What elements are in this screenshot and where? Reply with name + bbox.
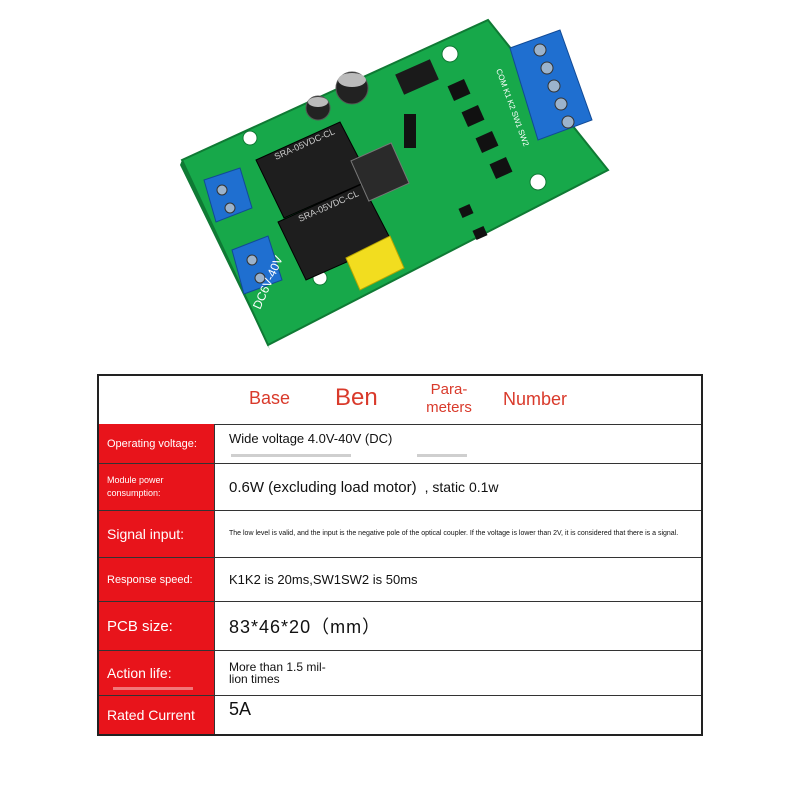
row-label: PCB size: [99, 602, 215, 650]
row-label: Module power consumption: [99, 464, 215, 510]
table-row: Response speed: K1K2 is 20ms,SW1SW2 is 5… [99, 558, 701, 602]
row-value: The low level is valid, and the input is… [229, 530, 679, 537]
table-row: Signal input: The low level is valid, an… [99, 511, 701, 558]
row-label: Response speed: [99, 558, 215, 601]
optocoupler [447, 79, 471, 101]
row-value: K1K2 is 20ms,SW1SW2 is 50ms [229, 572, 418, 587]
row-label: Signal input: [99, 511, 215, 557]
optocoupler [461, 105, 485, 127]
table-row: Operating voltage: Wide voltage 4.0V-40V… [99, 424, 701, 464]
header-parameters: Para- meters [426, 381, 472, 416]
product-photo: COM K1 K2 SW1 SW2 SRA-05VDC-CL SRA-05VDC… [160, 10, 630, 350]
regulator-chip [350, 142, 410, 202]
row-value: 0.6W (excluding load motor) , static 0.1… [229, 478, 499, 496]
row-label: Operating voltage: [99, 424, 215, 463]
row-value: More than 1.5 mil- lion times [229, 660, 326, 686]
header-base: Base [249, 388, 291, 408]
optocoupler [475, 131, 499, 153]
row-value: 5A [229, 699, 252, 719]
terminal-block-left-bottom [231, 235, 283, 295]
header-number: Number [503, 389, 568, 409]
table-header: Base Ben Para- meters Number [99, 376, 701, 425]
ic-chip [395, 59, 439, 95]
table-row: PCB size: 83*46*20（mm） [99, 602, 701, 651]
table-row: Module power consumption: 0.6W (excludin… [99, 464, 701, 511]
yellow-capacitor [345, 235, 405, 291]
spec-table: Base Ben Para- meters Number Operating v… [97, 374, 703, 736]
pcb-board-image: COM K1 K2 SW1 SW2 SRA-05VDC-CL SRA-05VDC… [180, 18, 610, 350]
jumper-header [404, 114, 416, 148]
table-row: Rated Current 5A [99, 696, 701, 734]
header-ben: Ben [335, 384, 378, 411]
terminal-block-left-top [203, 167, 253, 223]
row-label: Rated Current [99, 696, 215, 734]
optocoupler [489, 157, 513, 179]
table-row: Action life: More than 1.5 mil- lion tim… [99, 651, 701, 696]
row-value: Wide voltage 4.0V-40V (DC) [229, 431, 393, 446]
mounting-hole [441, 45, 459, 63]
mounting-hole [529, 173, 547, 191]
mounting-hole [242, 130, 258, 146]
row-value: 83*46*20（mm） [229, 617, 382, 637]
terminal-block-right [509, 29, 593, 141]
